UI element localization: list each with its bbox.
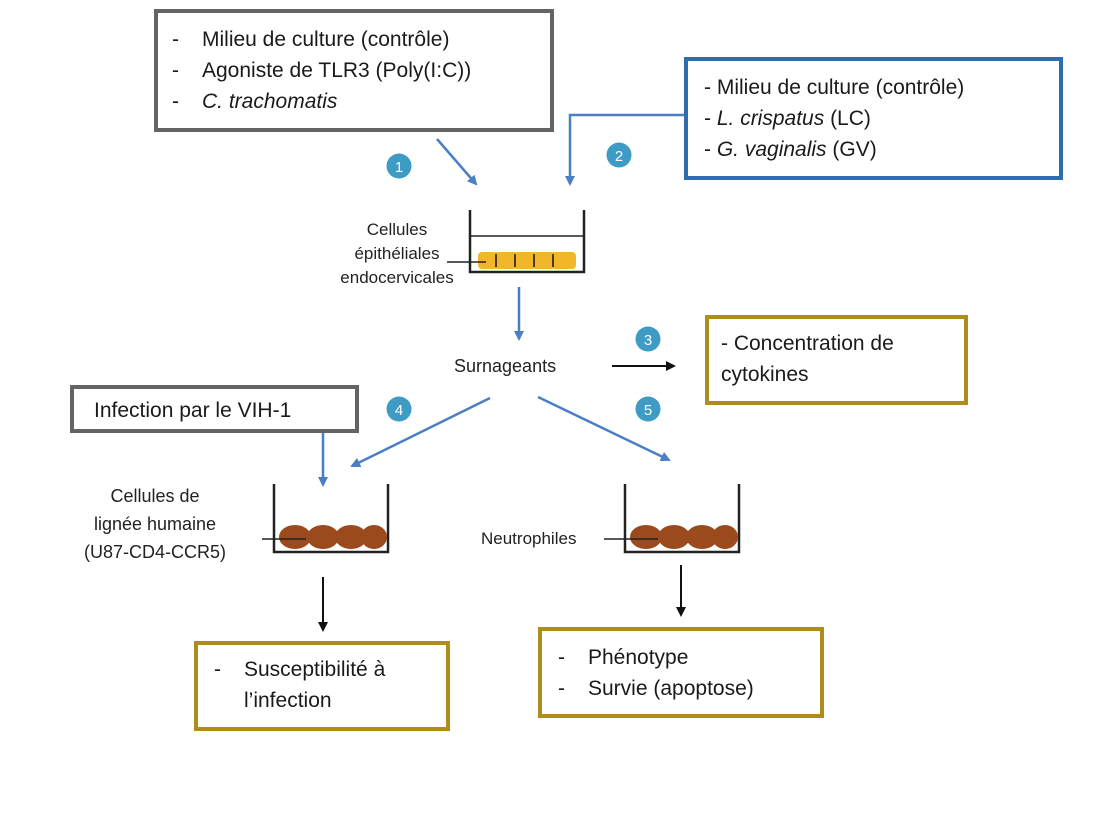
cytokines-line: cytokines — [721, 363, 809, 386]
bullet-dash: - — [558, 646, 565, 669]
step-2-number: 2 — [615, 148, 623, 165]
bullet-dash: - — [704, 138, 711, 161]
bullet-dash: - — [214, 658, 221, 681]
step-1-marker: 1 — [386, 153, 412, 179]
label-line: épithéliales — [354, 244, 440, 263]
arrow-2 — [565, 113, 686, 186]
outcome-item: -Phénotype — [558, 642, 820, 673]
epithelial-cell-layer — [478, 252, 576, 269]
treatments-box: -Milieu de culture (contrôle) -Agoniste … — [154, 9, 554, 132]
supernatants-label: Surnageants — [454, 356, 557, 376]
treatment-text: C. trachomatis — [202, 90, 338, 113]
label-line: endocervicales — [340, 268, 454, 287]
label-line: Cellules — [366, 220, 428, 239]
arrow-4 — [350, 396, 491, 468]
step-4-marker: 4 — [386, 396, 412, 422]
arrow-1 — [436, 138, 478, 186]
bacteria-species: L. crispatus — [716, 107, 825, 130]
bacteria-abbrev: (LC) — [824, 107, 871, 130]
bacteria-text: Milieu de culture (contrôle) — [711, 76, 965, 99]
bullet-dash: - — [172, 59, 179, 82]
bacteria-species: G. vaginalis — [716, 138, 827, 161]
epithelial-cells-label: Cellules épithéliales endocervicales — [332, 218, 462, 290]
neutrophil-outcome-box: -Phénotype -Survie (apoptose) — [538, 627, 824, 718]
arrow-5 — [537, 395, 671, 462]
label-line: lignée humaine — [93, 514, 217, 534]
step-1-number: 1 — [395, 159, 403, 176]
neutrophils-label: Neutrophiles — [481, 529, 577, 548]
bullet-dash: - — [172, 28, 179, 51]
cytokines-box: - Concentration de cytokines — [705, 315, 968, 405]
treatment-item: -Agoniste de TLR3 (Poly(I:C)) — [172, 55, 550, 86]
bacteria-item: - G. vaginalis (GV) — [704, 134, 1059, 165]
well-epithelial — [447, 210, 586, 274]
step-5-marker: 5 — [635, 396, 661, 422]
step-3-number: 3 — [644, 332, 652, 349]
outcome-text: Survie (apoptose) — [588, 677, 754, 700]
susceptibility-text: l’infection — [244, 689, 332, 712]
step-4-number: 4 — [395, 402, 403, 419]
susceptibility-text: Susceptibilité à — [244, 658, 386, 681]
bacteria-item: - Milieu de culture (contrôle) — [704, 72, 1059, 103]
well-neutrophils — [604, 484, 741, 554]
label-line: Cellules de — [110, 486, 200, 506]
treatment-text: Milieu de culture (contrôle) — [202, 28, 450, 51]
label-line: (U87-CD4-CCR5) — [83, 542, 226, 562]
step-2-marker: 2 — [606, 142, 632, 168]
well-human-line — [262, 484, 390, 554]
bacteria-abbrev: (GV) — [826, 138, 877, 161]
bullet-dash: - — [704, 107, 711, 130]
bullet-dash: - — [704, 76, 711, 99]
hiv-infection-box: Infection par le VIH-1 — [70, 385, 359, 433]
step-3-marker: 3 — [635, 326, 661, 352]
susceptibility-box: -Susceptibilité à l’infection — [194, 641, 450, 731]
treatment-item: -Milieu de culture (contrôle) — [172, 24, 550, 55]
bacteria-item: - L. crispatus (LC) — [704, 103, 1059, 134]
susceptibility-line: -Susceptibilité à — [214, 654, 446, 685]
outcome-item: -Survie (apoptose) — [558, 673, 820, 704]
susceptibility-line: l’infection — [214, 685, 446, 716]
cytokines-line: - Concentration de — [721, 332, 894, 355]
treatment-item: -C. trachomatis — [172, 86, 550, 117]
bacteria-box: - Milieu de culture (contrôle) - L. cris… — [684, 57, 1063, 180]
treatment-text: Agoniste de TLR3 (Poly(I:C)) — [202, 59, 472, 82]
bullet-dash: - — [558, 677, 565, 700]
bullet-dash: - — [172, 90, 179, 113]
human-cell-line-label: Cellules de lignée humaine (U87-CD4-CCR5… — [70, 482, 240, 566]
step-5-number: 5 — [644, 402, 652, 419]
outcome-text: Phénotype — [588, 646, 689, 669]
hiv-infection-text: Infection par le VIH-1 — [94, 399, 292, 422]
